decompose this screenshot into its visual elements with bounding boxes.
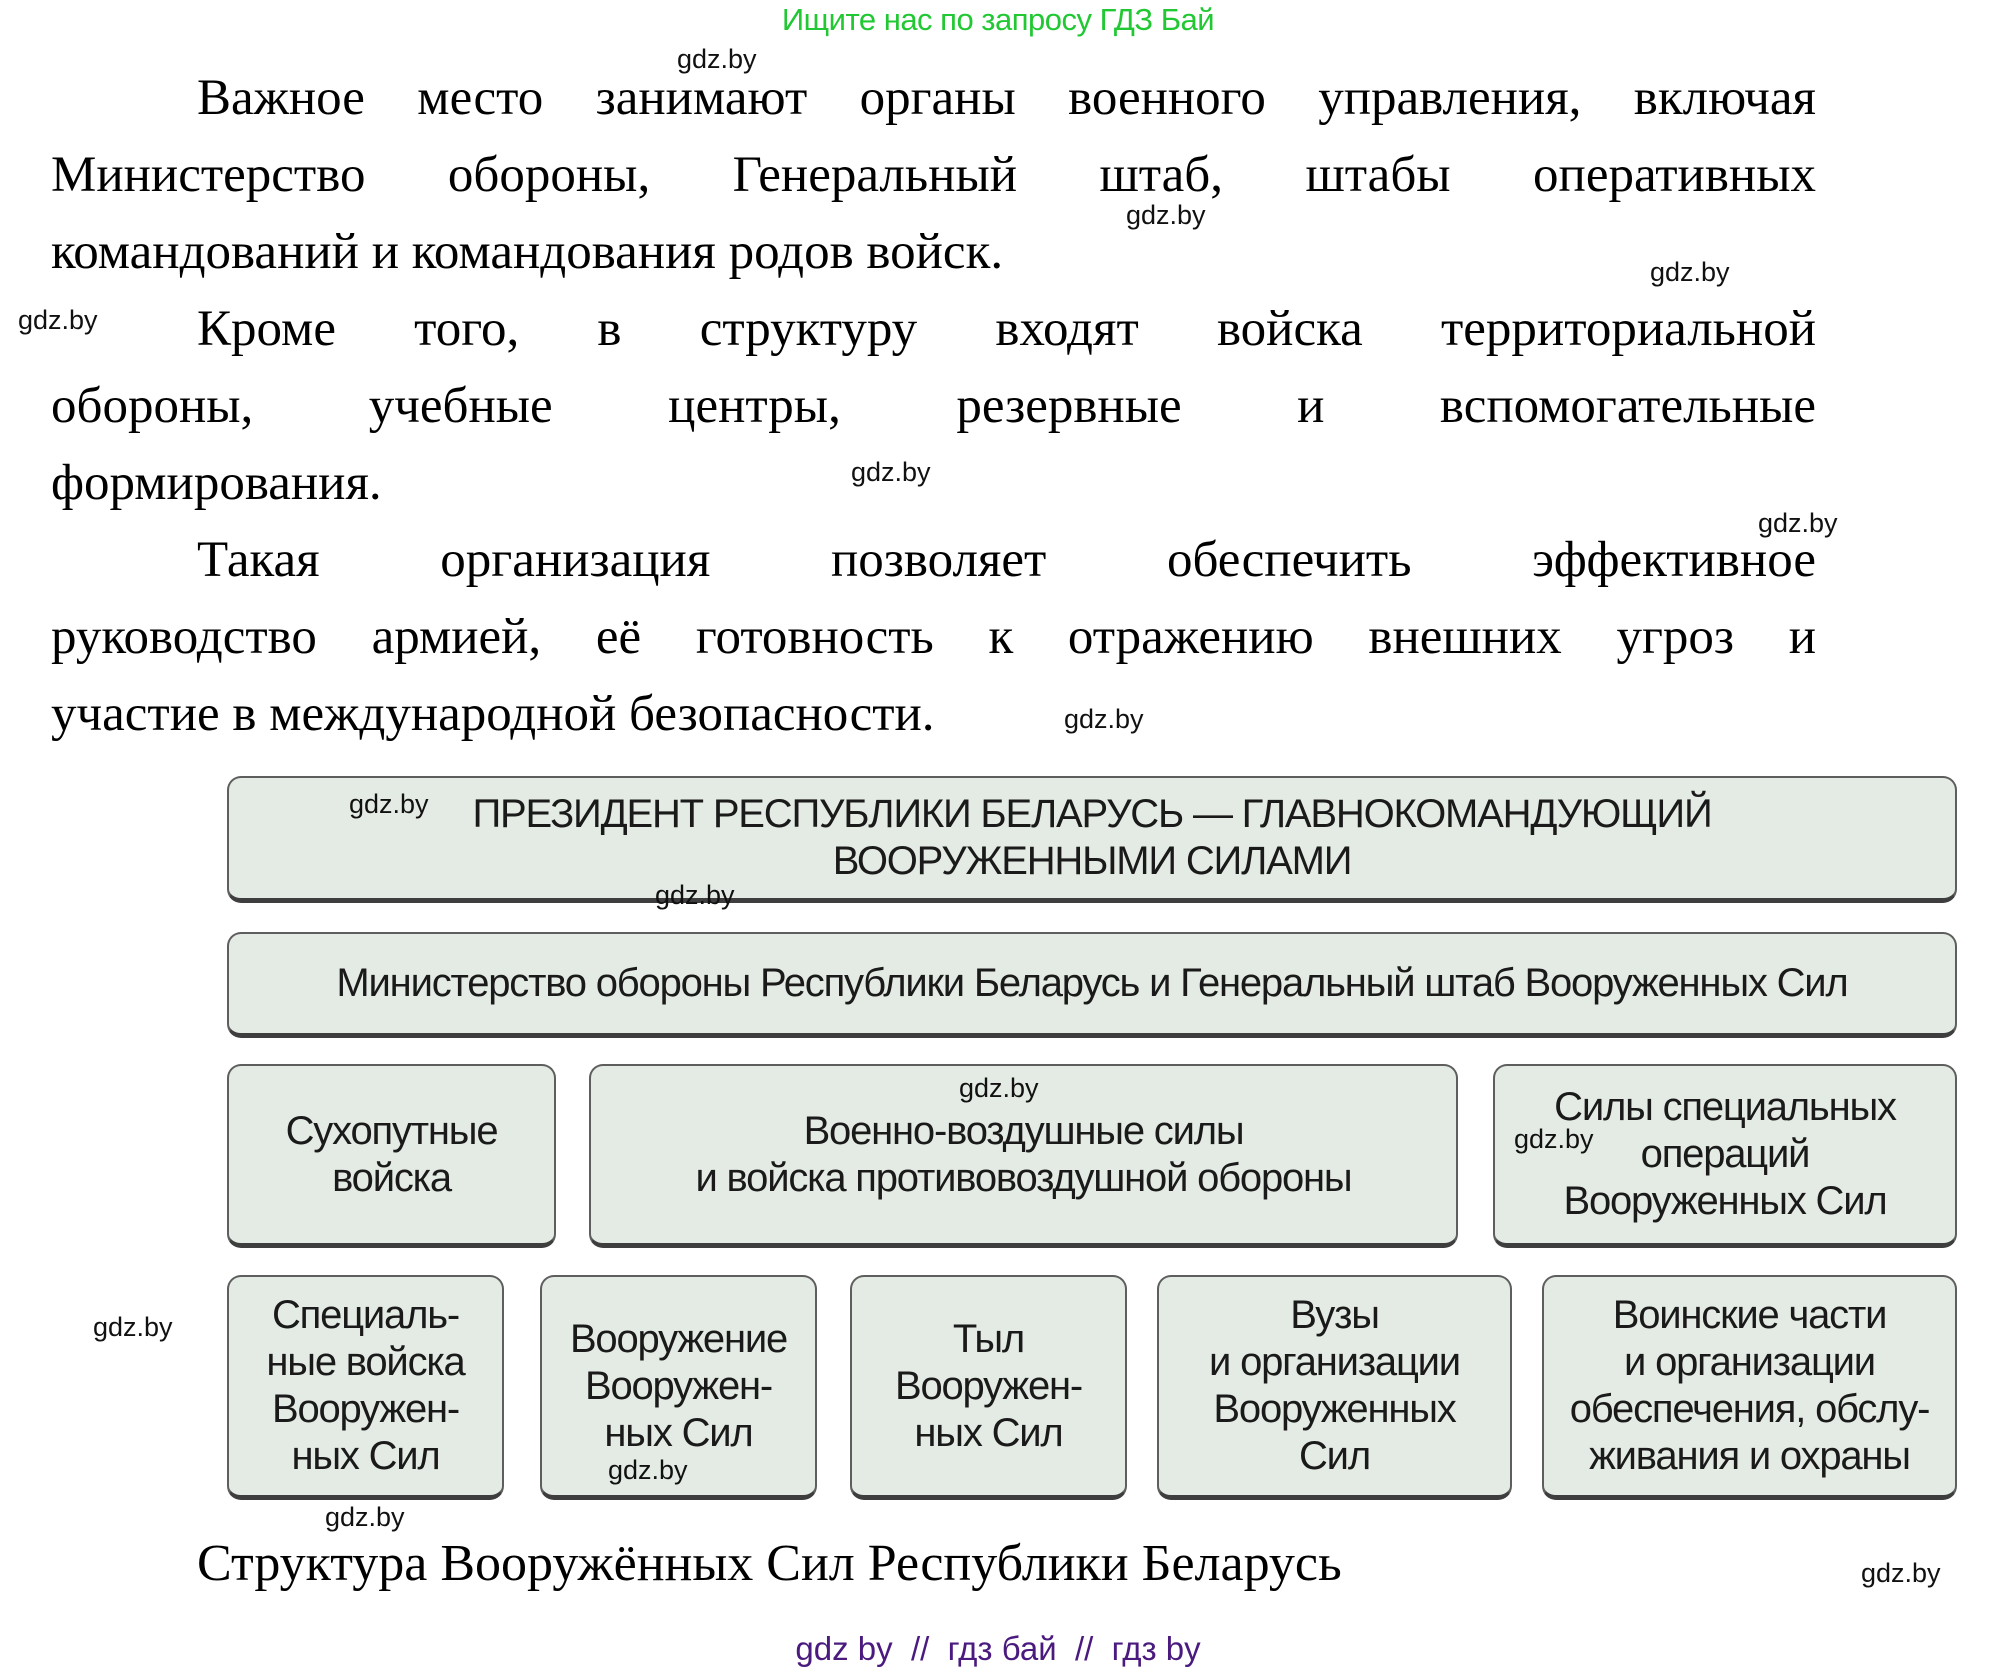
box-line: Вооружение: [569, 1316, 788, 1361]
paragraph-1-line-2: Министерство обороны, Генеральный штаб, …: [51, 147, 1816, 203]
paragraph-2-line-2: обороны, учебные центры, резервные и всп…: [51, 378, 1816, 434]
box-line: Воинские части: [1612, 1293, 1888, 1337]
watermark: gdz.by: [1126, 200, 1206, 230]
watermark: gdz.by: [655, 880, 735, 910]
watermark: gdz.by: [608, 1455, 688, 1485]
box-line: и войска противовоздушной обороны: [695, 1155, 1353, 1200]
diagram-box-armament: Вооружение Вооружен- ных Сил: [540, 1275, 817, 1500]
box-line: Тыл: [952, 1316, 1025, 1361]
diagram-box-president: ПРЕЗИДЕНТ РЕСПУБЛИКИ БЕЛАРУСЬ — ГЛАВНОКО…: [227, 776, 1957, 903]
box-line: ных Сил: [604, 1410, 753, 1455]
paragraph-2-line-3: формирования.: [51, 455, 382, 511]
paragraph-3-line-3: участие в международной безопасности.: [51, 686, 935, 742]
box-line: живания и охраны: [1589, 1434, 1911, 1478]
watermark: gdz.by: [18, 305, 98, 335]
box-line: Вооружен-: [894, 1363, 1083, 1408]
diagram-box-ministry: Министерство обороны Республики Беларусь…: [227, 932, 1957, 1038]
box-line: Вооруженных: [1213, 1387, 1456, 1431]
box-line: ПРЕЗИДЕНТ РЕСПУБЛИКИ БЕЛАРУСЬ — ГЛАВНОКО…: [472, 792, 1712, 836]
diagram-box-ground-forces: Сухопутные войска: [227, 1064, 556, 1248]
diagram-box-military-units: Воинские части и организации обеспечения…: [1542, 1275, 1957, 1500]
footer-links: gdz by // гдз бай // гдз by: [795, 1630, 1201, 1667]
diagram-box-special-troops: Специаль- ные войска Вооружен- ных Сил: [227, 1275, 504, 1500]
watermark: gdz.by: [1758, 508, 1838, 538]
diagram-box-special-operations: Силы специальных операций Вооруженных Си…: [1493, 1064, 1957, 1248]
box-line: Специаль-: [272, 1293, 460, 1337]
watermark: gdz.by: [1064, 704, 1144, 734]
watermark: gdz.by: [959, 1073, 1039, 1103]
paragraph-1-line-1: Важное место занимают органы военного уп…: [197, 70, 1816, 126]
box-line: ных Сил: [291, 1434, 440, 1478]
watermark: gdz.by: [93, 1312, 173, 1342]
box-line: ВООРУЖЕННЫМИ СИЛАМИ: [832, 839, 1353, 883]
watermark: gdz.by: [325, 1502, 405, 1532]
watermark: gdz.by: [1650, 257, 1730, 287]
box-line: Вузы: [1290, 1293, 1380, 1337]
box-line: обеспечения, обслу-: [1569, 1387, 1931, 1431]
paragraph-3-line-1: Такая организация позволяет обеспечить э…: [197, 532, 1816, 588]
paragraph-3-line-2: руководство армией, её готовность к отра…: [51, 609, 1816, 665]
diagram-box-logistics: Тыл Вооружен- ных Сил: [850, 1275, 1127, 1500]
box-line: Силы специальных: [1554, 1085, 1897, 1129]
box-line: Сил: [1299, 1434, 1371, 1478]
watermark: gdz.by: [851, 457, 931, 487]
box-line: войска: [332, 1155, 452, 1200]
box-line: Вооружен-: [584, 1363, 773, 1408]
watermark: gdz.by: [349, 789, 429, 819]
watermark: gdz.by: [1514, 1124, 1594, 1154]
box-line: и организации: [1209, 1340, 1461, 1384]
box-line: операций: [1640, 1132, 1811, 1176]
box-line: Вооруженных Сил: [1563, 1179, 1887, 1223]
diagram-box-air-force: Военно-воздушные силы и войска противово…: [589, 1064, 1458, 1248]
box-line: и организации: [1624, 1340, 1876, 1384]
box-line: ных Сил: [914, 1410, 1063, 1455]
diagram-caption: Структура Вооружённых Сил Республики Бел…: [197, 1535, 1342, 1592]
box-line: Вооружен-: [271, 1387, 460, 1431]
paragraph-2-line-1: Кроме того, в структуру входят войска те…: [197, 301, 1816, 357]
watermark: gdz.by: [677, 44, 757, 74]
paragraph-1-line-3: командований и командования родов войск.: [51, 224, 1004, 280]
box-line: Сухопутные: [285, 1108, 499, 1153]
search-banner: Ищите нас по запросу ГДЗ Бай: [781, 2, 1215, 37]
box-line: Министерство обороны Республики Беларусь…: [336, 961, 1848, 1005]
watermark: gdz.by: [1861, 1558, 1941, 1588]
box-line: Военно-воздушные силы: [803, 1108, 1245, 1153]
box-line: ные войска: [266, 1340, 465, 1384]
diagram-box-universities: Вузы и организации Вооруженных Сил: [1157, 1275, 1512, 1500]
